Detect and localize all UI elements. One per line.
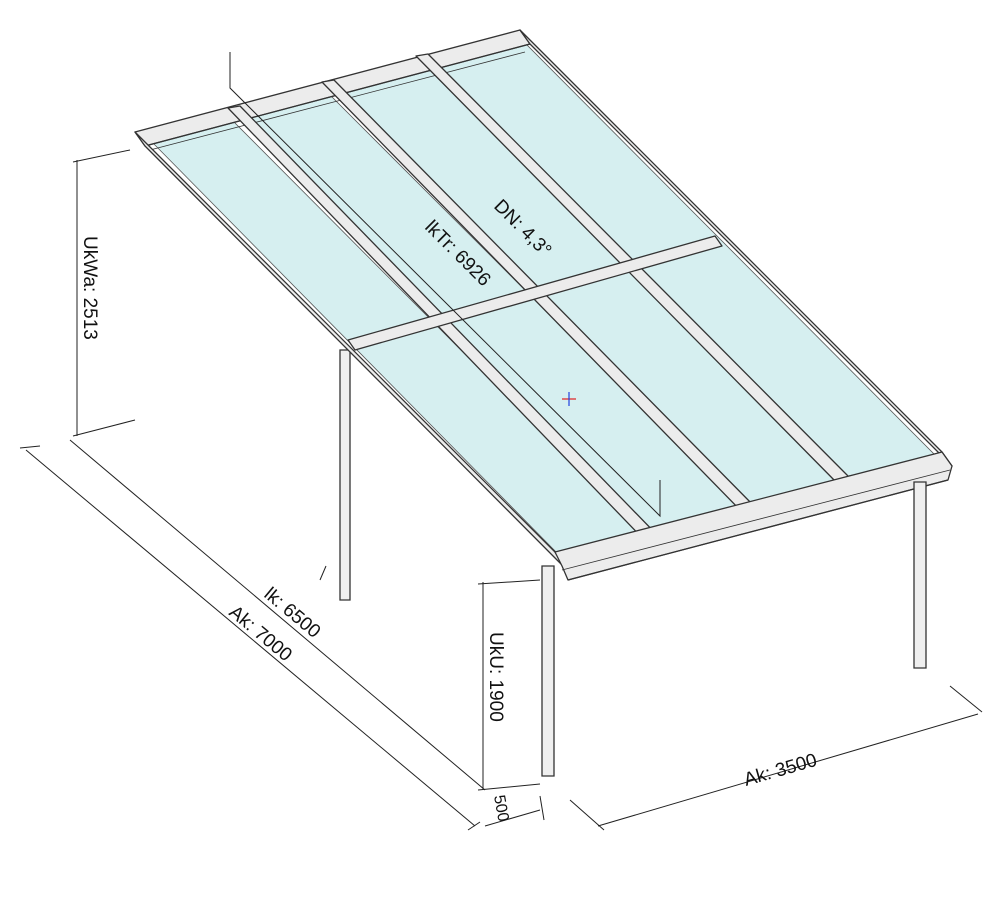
- wall-height-dimension: [72, 149, 136, 437]
- front-right-post: [913, 481, 927, 669]
- front-height-label: UkU: 1900: [485, 632, 506, 722]
- overhang-dimension: [484, 795, 545, 827]
- width-dimension: [569, 685, 983, 831]
- wall-height-label: UkWa: 2513: [79, 236, 100, 340]
- length-dimensions: [19, 439, 486, 831]
- overhang-label: 500: [490, 794, 511, 823]
- back-left-post: [339, 349, 351, 601]
- front-left-post: [541, 565, 555, 777]
- cross-transom: [347, 235, 723, 351]
- front-posts: [541, 481, 927, 777]
- rafter-length-guide: [229, 52, 661, 518]
- center-marker: [562, 392, 576, 406]
- outer-width-label: Ak: 3500: [742, 750, 820, 791]
- front-height-dimension: [477, 579, 541, 791]
